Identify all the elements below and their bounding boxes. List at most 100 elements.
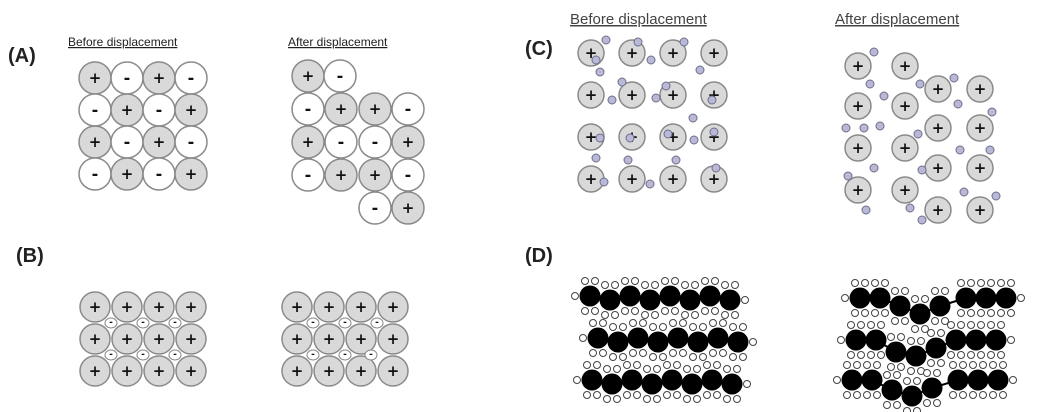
- hydrogen-atom: [593, 361, 601, 369]
- ion-sign: +: [974, 159, 987, 177]
- hydrogen-atom: [987, 309, 995, 317]
- hydrogen-atom: [689, 323, 697, 331]
- hydrogen-atom: [589, 319, 597, 327]
- cation: +: [111, 323, 143, 355]
- hydrogen-atom: [833, 376, 841, 384]
- cation: +: [142, 125, 176, 159]
- ion-sign: +: [932, 201, 945, 219]
- hydrogen-atom: [847, 351, 855, 359]
- cation: +: [700, 39, 728, 67]
- hydrogen-atom: [661, 307, 669, 315]
- electron: [646, 55, 656, 65]
- hydrogen-atom: [837, 336, 845, 344]
- hydrogen-atom: [719, 319, 727, 327]
- panel-c-label: (C): [525, 38, 553, 60]
- carbon-atom: [641, 373, 663, 395]
- panel-b-metallic-lattice-before: ++++++++++++------: [79, 291, 207, 387]
- panel-a-label: (A): [8, 45, 36, 67]
- carbon-atom: [861, 369, 883, 391]
- electron-sign: -: [109, 350, 113, 360]
- carbon-atom: [901, 385, 923, 407]
- ion-sign: +: [185, 298, 198, 316]
- carbon-atom: [721, 373, 743, 395]
- electron-sign: -: [173, 350, 177, 360]
- electron: [695, 65, 705, 75]
- hydrogen-atom: [867, 351, 875, 359]
- electron-sign: -: [109, 318, 113, 328]
- hydrogen-atom: [693, 395, 701, 403]
- cation: +: [345, 323, 377, 355]
- hydrogen-atom: [649, 353, 657, 361]
- cation: +: [291, 59, 325, 93]
- ion-sign: +: [153, 330, 166, 348]
- hydrogen-atom: [603, 365, 611, 373]
- ion-sign: -: [338, 133, 345, 152]
- hydrogen-atom: [709, 349, 717, 357]
- hydrogen-atom: [633, 361, 641, 369]
- carbon-atom: [995, 287, 1017, 309]
- electron-gap: [136, 317, 150, 329]
- hydrogen-atom: [693, 365, 701, 373]
- electron: [591, 153, 601, 163]
- panel-d-polymer-chains-before: [571, 277, 757, 403]
- hydrogen-atom: [969, 361, 977, 369]
- ion-sign: +: [323, 330, 336, 348]
- hydrogen-atom: [891, 317, 899, 325]
- ion-sign: -: [305, 100, 312, 119]
- electron-gap: [306, 349, 320, 361]
- carbon-atom: [647, 331, 669, 353]
- panel-c-metallic-lattice-before: ++++++++++++++++: [577, 35, 728, 193]
- hydrogen-atom: [851, 279, 859, 287]
- hydrogen-atom: [669, 349, 677, 357]
- carbon-atom: [947, 369, 969, 391]
- ion-sign: +: [302, 67, 315, 85]
- electron-gap: [306, 317, 320, 329]
- ion-sign: +: [626, 170, 639, 188]
- hydrogen-atom: [989, 391, 997, 399]
- hydrogen-atom: [603, 395, 611, 403]
- anion: -: [391, 92, 425, 126]
- anion: -: [174, 61, 208, 95]
- anion: -: [142, 93, 176, 127]
- ion-sign: +: [335, 100, 348, 118]
- electron-sign: -: [311, 350, 315, 360]
- hydrogen-atom: [977, 279, 985, 287]
- electron: [591, 55, 601, 65]
- hydrogen-atom: [987, 279, 995, 287]
- hydrogen-atom: [619, 353, 627, 361]
- electron: [633, 37, 643, 47]
- hydrogen-atom: [621, 277, 629, 285]
- hydrogen-atom: [743, 380, 751, 388]
- electron-gap: [168, 349, 182, 361]
- ion-sign: +: [153, 362, 166, 380]
- ion-sign: +: [355, 362, 368, 380]
- carbon-atom: [841, 369, 863, 391]
- hydrogen-atom: [957, 279, 965, 287]
- hydrogen-atom: [659, 353, 667, 361]
- anion: -: [110, 61, 144, 95]
- ion-sign: +: [323, 298, 336, 316]
- hydrogen-atom: [959, 361, 967, 369]
- cation: +: [281, 323, 313, 355]
- ion-sign: +: [899, 139, 912, 157]
- electron: [661, 81, 671, 91]
- electron: [949, 73, 959, 83]
- electron: [915, 79, 925, 89]
- hydrogen-atom: [989, 361, 997, 369]
- anion: -: [78, 93, 112, 127]
- hydrogen-atom: [731, 311, 739, 319]
- carbon-atom: [661, 369, 683, 391]
- cation: +: [924, 114, 952, 142]
- ion-sign: +: [852, 57, 865, 75]
- hydrogen-atom: [857, 351, 865, 359]
- hydrogen-atom: [691, 311, 699, 319]
- hydrogen-atom: [741, 296, 749, 304]
- cation: +: [324, 92, 358, 126]
- anion: -: [324, 125, 358, 159]
- hydrogen-atom: [701, 307, 709, 315]
- hydrogen-atom: [573, 376, 581, 384]
- electron: [959, 187, 969, 197]
- hydrogen-atom: [611, 281, 619, 289]
- carbon-atom: [865, 329, 887, 351]
- ion-sign: +: [667, 44, 680, 62]
